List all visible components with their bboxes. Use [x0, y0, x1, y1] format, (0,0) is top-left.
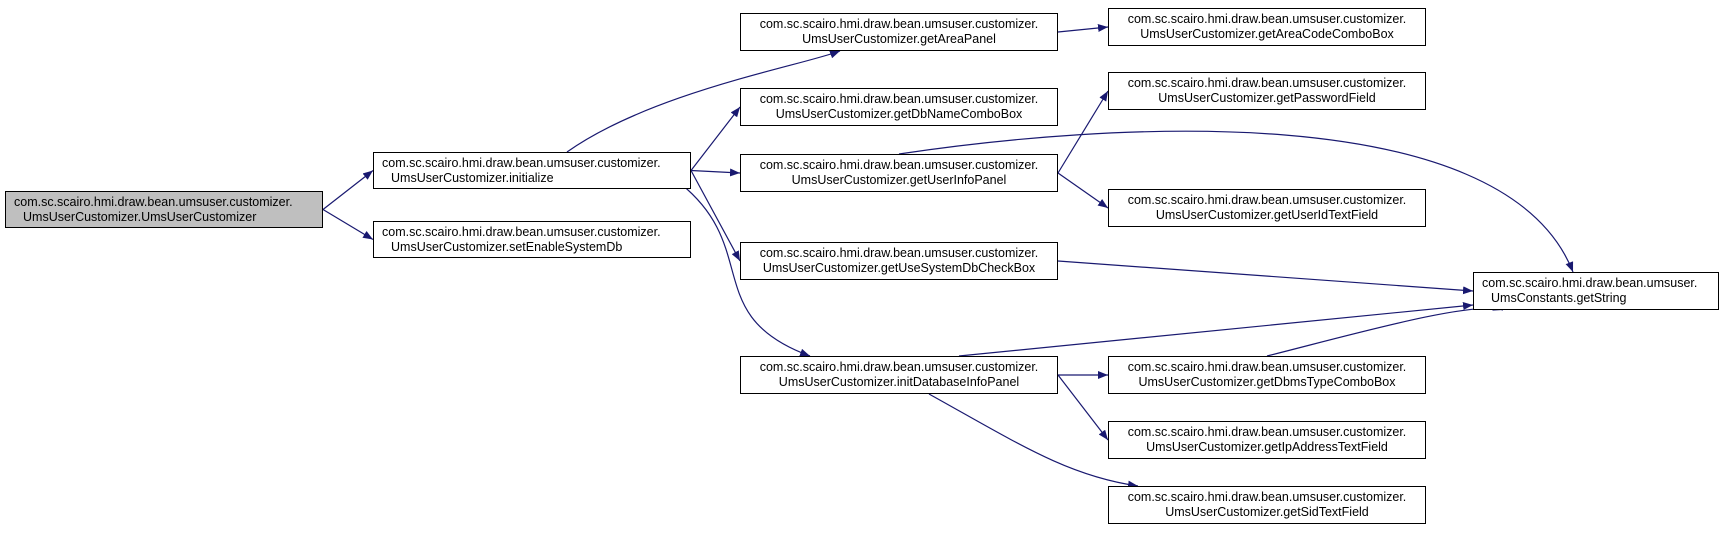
node-setEnableSystemDb-line1: com.sc.scairo.hmi.draw.bean.umsuser.cust… [382, 224, 661, 239]
edge-getUserInfoPanel-to-getString [898, 130, 1574, 273]
node-getDbNameComboBox-line2: UmsUserCustomizer.getDbNameComboBox [775, 107, 1023, 121]
node-getString-line1: com.sc.scairo.hmi.draw.bean.umsuser. [1482, 276, 1698, 290]
edge-initialize-to-getUseSystemDbCheckBox [690, 170, 741, 262]
edge-getUseSystemDbCheckBox-to-getString [1057, 260, 1474, 295]
node-initialize-line2: UmsUserCustomizer.initialize [391, 170, 554, 185]
node-getAreaPanel[interactable]: com.sc.scairo.hmi.draw.bean.umsuser.cust… [740, 13, 1058, 51]
node-getIpAddressTextField[interactable]: com.sc.scairo.hmi.draw.bean.umsuser.cust… [1108, 421, 1426, 459]
node-getString-line2: UmsConstants.getString [1491, 291, 1627, 305]
node-getSidTextField-line2: UmsUserCustomizer.getSidTextField [1165, 505, 1369, 519]
node-getDbNameComboBox[interactable]: com.sc.scairo.hmi.draw.bean.umsuser.cust… [740, 88, 1058, 126]
node-getSidTextField[interactable]: com.sc.scairo.hmi.draw.bean.umsuser.cust… [1108, 486, 1426, 524]
edge-ctor-to-initialize [322, 170, 374, 210]
edge-getUserInfoPanel-to-getPasswordField [1057, 90, 1109, 174]
node-getUserIdTextField[interactable]: com.sc.scairo.hmi.draw.bean.umsuser.cust… [1108, 189, 1426, 227]
node-getAreaPanel-line2: UmsUserCustomizer.getAreaPanel [802, 32, 996, 46]
node-getDbNameComboBox-line1: com.sc.scairo.hmi.draw.bean.umsuser.cust… [759, 92, 1039, 106]
node-getSidTextField-line1: com.sc.scairo.hmi.draw.bean.umsuser.cust… [1127, 490, 1407, 504]
node-getString[interactable]: com.sc.scairo.hmi.draw.bean.umsuser. Ums… [1473, 272, 1719, 310]
node-getUseSystemDbCheckBox[interactable]: com.sc.scairo.hmi.draw.bean.umsuser.cust… [740, 242, 1058, 280]
node-initDatabaseInfoPanel-line1: com.sc.scairo.hmi.draw.bean.umsuser.cust… [759, 360, 1039, 374]
node-getDbmsTypeComboBox[interactable]: com.sc.scairo.hmi.draw.bean.umsuser.cust… [1108, 356, 1426, 394]
node-ctor-line1: com.sc.scairo.hmi.draw.bean.umsuser.cust… [14, 194, 293, 209]
node-getPasswordField-line1: com.sc.scairo.hmi.draw.bean.umsuser.cust… [1127, 76, 1407, 90]
edge-initialize-to-initDatabaseInfoPanel [680, 183, 811, 357]
node-setEnableSystemDb-line2: UmsUserCustomizer.setEnableSystemDb [391, 239, 623, 254]
node-getUserIdTextField-line2: UmsUserCustomizer.getUserIdTextField [1155, 208, 1379, 222]
node-getUserInfoPanel-line1: com.sc.scairo.hmi.draw.bean.umsuser.cust… [759, 158, 1039, 172]
node-initDatabaseInfoPanel-line2: UmsUserCustomizer.initDatabaseInfoPanel [778, 375, 1020, 389]
node-getUseSystemDbCheckBox-line1: com.sc.scairo.hmi.draw.bean.umsuser.cust… [759, 246, 1039, 260]
edge-ctor-to-setEnableSystemDb [322, 208, 374, 241]
edge-initDatabaseInfoPanel-to-getIpAddressTextField [1057, 374, 1109, 441]
node-ctor-line2: UmsUserCustomizer.UmsUserCustomizer [23, 209, 257, 224]
node-getPasswordField-line2: UmsUserCustomizer.getPasswordField [1158, 91, 1376, 105]
edge-layer [322, 24, 1574, 489]
node-getUserInfoPanel[interactable]: com.sc.scairo.hmi.draw.bean.umsuser.cust… [740, 154, 1058, 192]
edge-getAreaPanel-to-getAreaCodeComboBox [1057, 24, 1109, 33]
edge-getDbmsTypeComboBox-to-getString [1266, 303, 1504, 357]
node-setEnableSystemDb[interactable]: com.sc.scairo.hmi.draw.bean.umsuser.cust… [373, 221, 691, 258]
node-getAreaCodeComboBox-line2: UmsUserCustomizer.getAreaCodeComboBox [1140, 27, 1394, 41]
node-initialize[interactable]: com.sc.scairo.hmi.draw.bean.umsuser.cust… [373, 152, 691, 189]
node-getAreaCodeComboBox[interactable]: com.sc.scairo.hmi.draw.bean.umsuser.cust… [1108, 8, 1426, 46]
node-getIpAddressTextField-line1: com.sc.scairo.hmi.draw.bean.umsuser.cust… [1127, 425, 1407, 439]
edge-initialize-to-getAreaPanel [566, 50, 841, 153]
node-getDbmsTypeComboBox-line1: com.sc.scairo.hmi.draw.bean.umsuser.cust… [1127, 360, 1407, 374]
node-getAreaPanel-line1: com.sc.scairo.hmi.draw.bean.umsuser.cust… [759, 17, 1039, 31]
edge-initialize-to-getDbNameComboBox [690, 106, 741, 171]
edge-getUserInfoPanel-to-getUserIdTextField [1057, 172, 1109, 209]
node-getUseSystemDbCheckBox-line2: UmsUserCustomizer.getUseSystemDbCheckBox [762, 261, 1036, 275]
node-ctor[interactable]: com.sc.scairo.hmi.draw.bean.umsuser.cust… [5, 191, 323, 228]
node-initDatabaseInfoPanel[interactable]: com.sc.scairo.hmi.draw.bean.umsuser.cust… [740, 356, 1058, 394]
node-getDbmsTypeComboBox-line2: UmsUserCustomizer.getDbmsTypeComboBox [1138, 375, 1396, 389]
node-getUserIdTextField-line1: com.sc.scairo.hmi.draw.bean.umsuser.cust… [1127, 193, 1407, 207]
edge-initialize-to-getUserInfoPanel [690, 168, 741, 177]
node-getUserInfoPanel-line2: UmsUserCustomizer.getUserInfoPanel [791, 173, 1007, 187]
node-initialize-line1: com.sc.scairo.hmi.draw.bean.umsuser.cust… [382, 155, 661, 170]
edge-initDatabaseInfoPanel-to-getSidTextField [928, 393, 1139, 489]
edge-initDatabaseInfoPanel-to-getString [958, 302, 1474, 357]
node-getPasswordField[interactable]: com.sc.scairo.hmi.draw.bean.umsuser.cust… [1108, 72, 1426, 110]
node-getAreaCodeComboBox-line1: com.sc.scairo.hmi.draw.bean.umsuser.cust… [1127, 12, 1407, 26]
node-getIpAddressTextField-line2: UmsUserCustomizer.getIpAddressTextField [1146, 440, 1388, 454]
